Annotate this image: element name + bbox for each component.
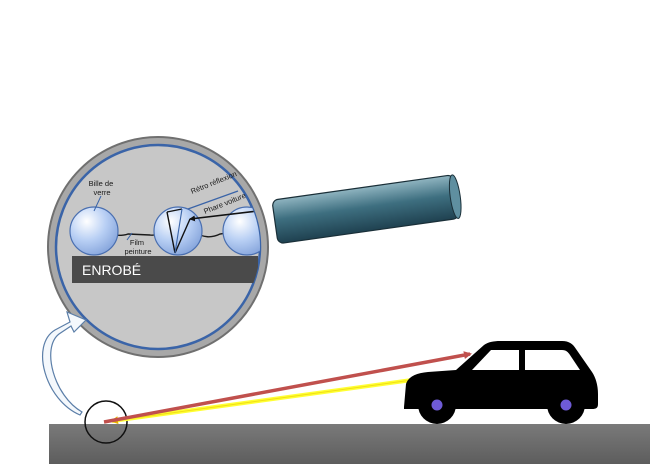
label-asphalt: ENROBÉ <box>82 262 141 278</box>
reflected-ray <box>103 351 472 424</box>
car-window-front <box>472 350 519 370</box>
zoom-arrow <box>41 310 88 416</box>
magnifier-handle <box>272 174 460 244</box>
glass-bead-1 <box>69 206 119 256</box>
car-window-rear <box>525 350 580 370</box>
enrobe-band <box>72 256 258 283</box>
magnifying-glass-icon <box>47 136 462 358</box>
label-bead: Bille de verre <box>89 179 116 197</box>
zoom-spot <box>84 400 128 444</box>
road-asphalt <box>49 424 650 464</box>
label-paint-film: Film peinture <box>124 238 151 256</box>
car-icon <box>404 341 598 424</box>
